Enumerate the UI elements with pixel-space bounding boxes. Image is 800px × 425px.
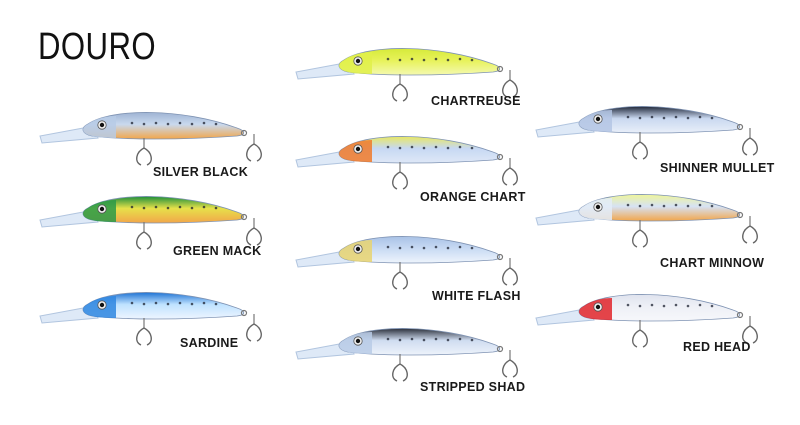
lure-card-silver-black[interactable] (32, 98, 272, 178)
lure-silver-black-icon (39, 112, 262, 166)
lure-label: ORANGE CHART (420, 190, 526, 204)
lure-card-red-head[interactable] (528, 280, 768, 360)
lure-label: CHARTREUSE (431, 94, 521, 108)
lure-card-stripped-shad[interactable] (288, 314, 528, 394)
lure-card-white-flash[interactable] (288, 222, 528, 302)
lure-label: GREEN MACK (173, 244, 262, 258)
lure-label: SILVER BLACK (153, 165, 249, 179)
lure-card-chartreuse[interactable] (288, 34, 528, 114)
lure-green-mack-icon (39, 196, 262, 250)
lure-card-green-mack[interactable] (32, 182, 272, 262)
lure-shinner-mullet-icon (535, 106, 758, 160)
lure-label: WHITE FLASH (432, 289, 521, 303)
lure-label: RED HEAD (683, 340, 751, 354)
lure-orange-chart-icon (295, 136, 518, 190)
lure-sardine-icon (39, 292, 262, 346)
lure-label: STRIPPED SHAD (420, 380, 526, 394)
lure-label: CHART MINNOW (660, 256, 765, 270)
lure-stripped-shad-icon (295, 328, 518, 382)
lure-card-shinner-mullet[interactable] (528, 92, 768, 172)
lure-white-flash-icon (295, 236, 518, 290)
lure-card-orange-chart[interactable] (288, 122, 528, 202)
lure-label: SARDINE (180, 336, 239, 350)
lure-red-head-icon (535, 294, 758, 348)
lure-chartreuse-icon (295, 48, 518, 102)
lure-chart-minnow-icon (535, 194, 758, 248)
lure-card-sardine[interactable] (32, 278, 272, 358)
lure-label: SHINNER MULLET (660, 161, 775, 175)
page-title: DOURO (38, 26, 157, 68)
lure-card-chart-minnow[interactable] (528, 180, 768, 260)
